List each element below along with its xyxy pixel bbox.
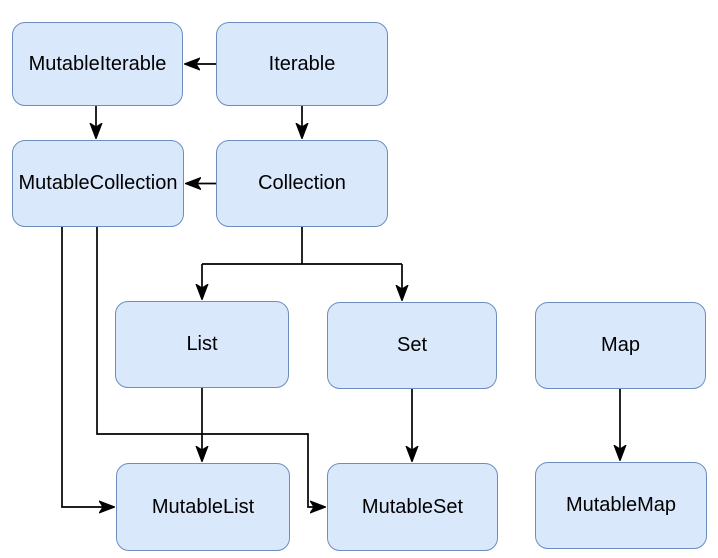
node-mutable-list: MutableList: [116, 463, 290, 551]
node-set: Set: [327, 302, 497, 389]
node-mutable-map-label: MutableMap: [565, 494, 677, 516]
node-collection-label: Collection: [258, 172, 346, 194]
node-iterable-label: Iterable: [268, 52, 336, 75]
node-set-label: Set: [396, 334, 428, 356]
node-iterable: Iterable: [216, 22, 388, 106]
node-mutable-collection-label: MutableCollection: [18, 172, 178, 194]
node-mutable-iterable: MutableIterable: [12, 22, 183, 106]
node-mutable-set-label: MutableSet: [361, 495, 464, 518]
node-map-label: Map: [601, 334, 640, 356]
node-list-label: List: [186, 333, 218, 355]
node-list: List: [115, 301, 289, 388]
node-mutable-collection: MutableCollection: [12, 140, 184, 227]
node-mutable-list-label: MutableList: [151, 495, 255, 518]
node-mutable-set: MutableSet: [327, 463, 498, 551]
node-map: Map: [535, 302, 706, 389]
node-mutable-iterable-label: MutableIterable: [28, 52, 167, 75]
node-mutable-map: MutableMap: [535, 462, 707, 549]
node-collection: Collection: [216, 140, 388, 227]
edge-mutable-collection-to-mutable-list: [61, 227, 114, 507]
